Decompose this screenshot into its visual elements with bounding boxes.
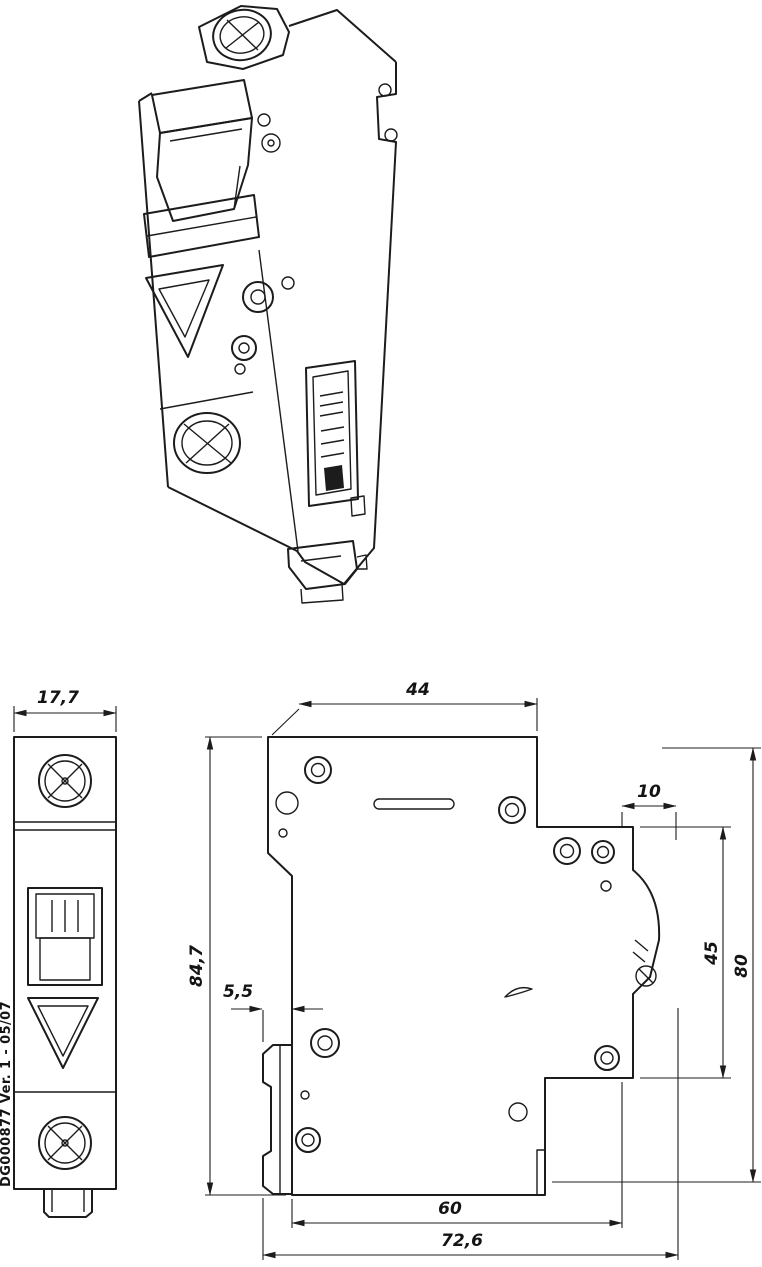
dimension-overall-height-label: 84,7 bbox=[187, 945, 207, 987]
top-screw-inner bbox=[219, 16, 265, 54]
mid-rivets bbox=[231, 276, 295, 375]
front-side-corner-edge bbox=[258, 249, 299, 552]
isometric-view bbox=[138, 5, 398, 604]
dimension-top-depth: 44 bbox=[271, 680, 538, 736]
front-top-screw bbox=[38, 754, 92, 808]
hinge-pin-large bbox=[261, 133, 281, 153]
side-bottom-step bbox=[536, 1149, 545, 1195]
toggle-lever bbox=[143, 79, 281, 258]
top-terminal-screw bbox=[198, 5, 290, 70]
dimension-rail-hook-offset: 5,5 bbox=[223, 982, 323, 1042]
dimension-front-width: 17,7 bbox=[13, 688, 117, 732]
din-clip-iso bbox=[287, 540, 368, 604]
dimension-terminal-block-height-label: 45 bbox=[702, 941, 722, 966]
top-screw-slot bbox=[225, 19, 260, 51]
mid-crescent bbox=[504, 986, 533, 998]
dimension-snap-height: 80 bbox=[552, 747, 761, 1183]
label-plate bbox=[305, 360, 366, 517]
side-details bbox=[275, 756, 657, 1153]
dimension-rail-hook-offset-label: 5,5 bbox=[223, 982, 253, 1002]
top-terminal-body bbox=[198, 5, 290, 70]
panel-hole-lower bbox=[384, 128, 398, 142]
rail-clip-side bbox=[262, 1044, 292, 1195]
terminal-rivet-1 bbox=[553, 837, 581, 865]
dimension-terminal-recess-label: 10 bbox=[637, 782, 661, 802]
front-view: 17,7 DG000877 Ver. 1 - 05/07 bbox=[0, 688, 117, 1218]
dimension-overall-depth: 72,6 bbox=[262, 1008, 679, 1260]
dimension-body-depth: 60 bbox=[291, 1082, 623, 1228]
hinge-pin-small bbox=[257, 113, 271, 127]
front-din-tab bbox=[43, 1189, 93, 1218]
bottom-edge bbox=[167, 486, 345, 585]
terminal-clamp bbox=[632, 939, 657, 987]
document-code: DG000877 Ver. 1 - 05/07 bbox=[0, 1001, 14, 1187]
bottom-terminal-screw bbox=[159, 391, 254, 474]
dimension-terminal-block-height: 45 bbox=[640, 826, 731, 1079]
dimension-body-depth-label: 60 bbox=[438, 1199, 462, 1219]
top-screw-outer bbox=[212, 8, 272, 62]
dimension-front-width-label: 17,7 bbox=[37, 688, 79, 708]
front-section-lines bbox=[14, 821, 116, 1093]
label-barcode-lines bbox=[319, 391, 345, 458]
side-view: 44 10 5,5 84,7 45 bbox=[187, 680, 761, 1260]
panel-right-edge bbox=[343, 62, 397, 585]
front-outline bbox=[13, 736, 117, 1190]
label-dark-block bbox=[324, 465, 344, 491]
dimension-snap-height-label: 80 bbox=[732, 954, 752, 978]
dimension-overall-depth-label: 72,6 bbox=[441, 1231, 483, 1251]
toggle-grip-lines bbox=[51, 900, 79, 932]
terminal-rivet-2 bbox=[591, 840, 615, 864]
warning-triangle-front bbox=[27, 997, 99, 1069]
panel-top-edge bbox=[288, 9, 397, 63]
vent-slot bbox=[373, 798, 455, 810]
side-outline bbox=[267, 736, 661, 1196]
front-toggle bbox=[27, 887, 103, 986]
front-bottom-screw bbox=[38, 1116, 92, 1170]
panel-hole-upper bbox=[378, 83, 392, 97]
warning-triangle-iso bbox=[145, 264, 224, 358]
dimension-terminal-recess: 10 bbox=[621, 782, 677, 840]
dimension-overall-height: 84,7 bbox=[187, 736, 286, 1196]
breaker-body bbox=[138, 9, 398, 585]
dimension-top-depth-label: 44 bbox=[405, 680, 430, 700]
